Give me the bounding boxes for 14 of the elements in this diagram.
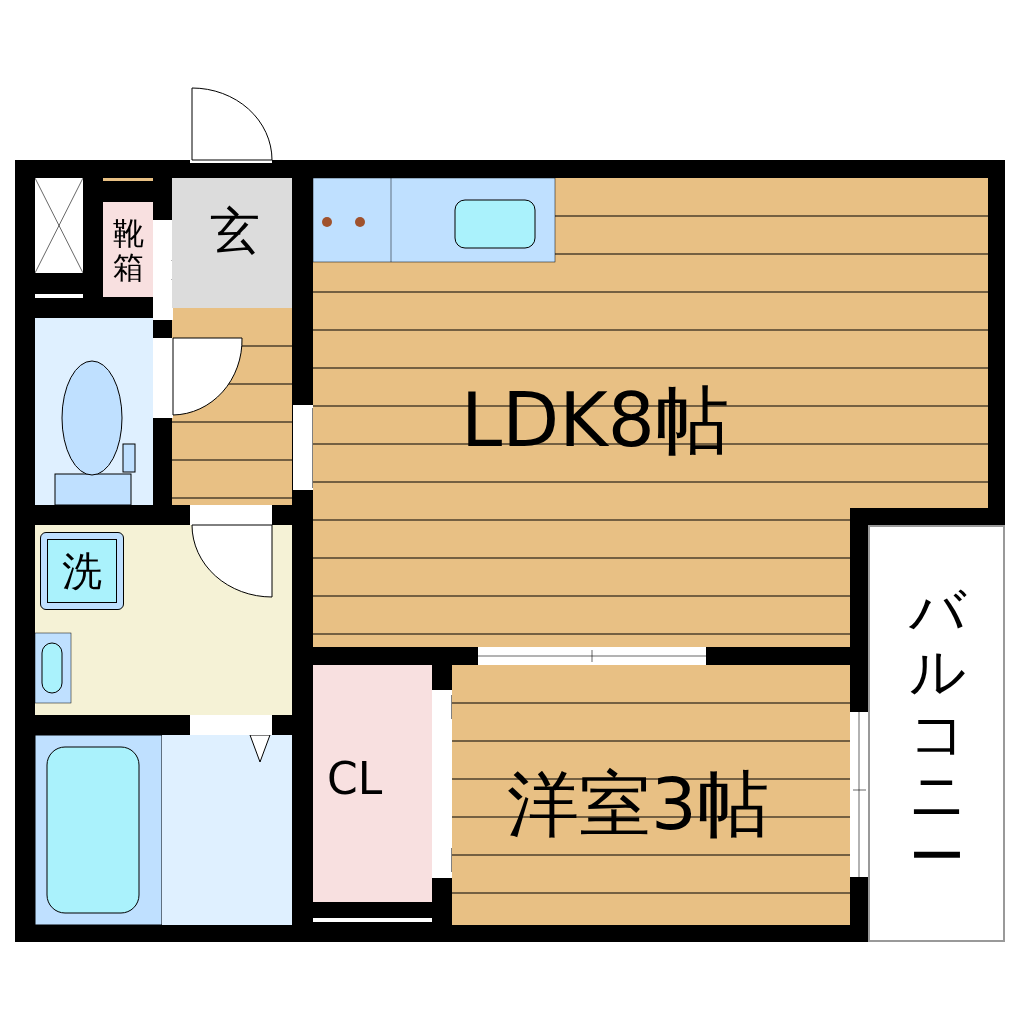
room-label: CL bbox=[327, 757, 383, 801]
room-label: バルコニー bbox=[908, 579, 965, 888]
room-label: 洗 bbox=[62, 551, 102, 591]
washer-box bbox=[40, 532, 124, 610]
balcony bbox=[868, 525, 1005, 942]
living-room bbox=[313, 178, 988, 647]
shoe-cabinet bbox=[103, 202, 153, 297]
bedroom bbox=[452, 665, 850, 925]
room-label: 玄 bbox=[210, 206, 260, 256]
closet bbox=[313, 665, 432, 902]
room-label: 靴箱 bbox=[112, 215, 144, 284]
entrance-area bbox=[172, 178, 292, 308]
room-label: LDK8帖 bbox=[461, 383, 729, 457]
room-label: 洋室3帖 bbox=[507, 768, 769, 840]
